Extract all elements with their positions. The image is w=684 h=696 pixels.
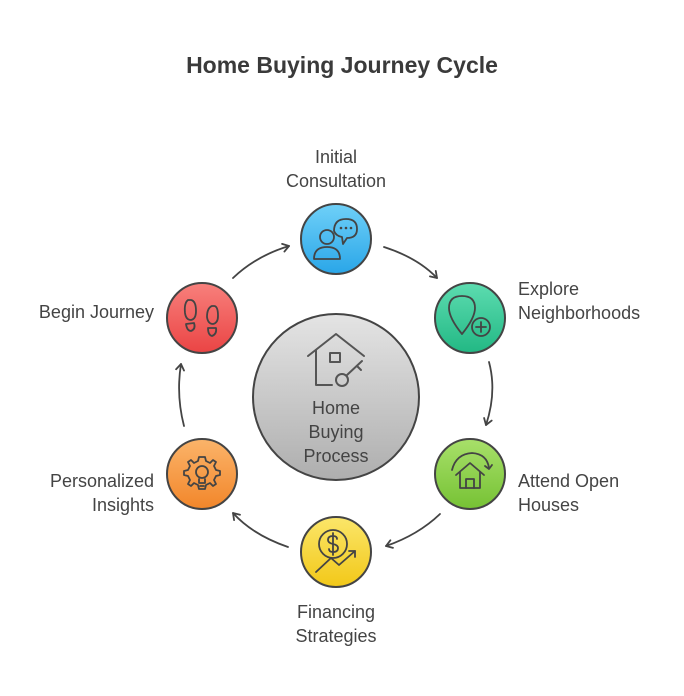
location-add-icon — [448, 295, 491, 337]
center-hub — [252, 313, 420, 481]
step-node-personalized-insights — [166, 438, 238, 510]
house-refresh-icon — [451, 452, 493, 489]
center-label: Home Buying Process — [276, 396, 396, 468]
step-label-line: Attend Open — [518, 471, 620, 491]
step-label-line: Personalized — [49, 471, 154, 491]
diagram-title: Home Buying Journey Cycle — [186, 52, 498, 78]
step-node-initial-consultation — [300, 203, 372, 275]
step-label-line: Insights — [91, 495, 154, 515]
step-node-attend-open-houses — [434, 438, 506, 510]
step-label-line: Neighborhoods — [518, 303, 641, 323]
step-label-attend-open-houses: Attend Open Houses — [518, 469, 678, 517]
step-node-financing-strategies — [300, 516, 372, 588]
step-label-line: Consultation — [285, 171, 387, 191]
step-node-explore-neighborhoods — [434, 282, 506, 354]
center-label-line-1: Home — [311, 398, 360, 418]
step-label-explore-neighborhoods: Explore Neighborhoods — [518, 277, 678, 325]
connector-arrows — [175, 243, 494, 549]
step-label-line: Explore — [518, 279, 580, 299]
arrow-openhouses-to-financing — [385, 513, 441, 549]
step-label-line: Financing — [296, 602, 376, 622]
arrow-neighborhoods-to-openhouses — [483, 361, 494, 426]
arrow-insights-to-beginjourney — [175, 363, 185, 427]
arrow-financing-to-insights — [232, 512, 289, 548]
dollar-growth-icon — [315, 529, 356, 573]
step-label-line: Houses — [518, 495, 580, 515]
step-label-line: Initial — [314, 147, 358, 167]
step-label-personalized-insights: Personalized Insights — [4, 469, 154, 517]
gear-bulb-icon — [183, 456, 221, 490]
consultation-chat-icon — [313, 218, 358, 260]
step-label-line: Strategies — [295, 626, 377, 646]
arrow-consultation-to-neighborhoods — [383, 246, 438, 279]
house-key-icon — [307, 333, 365, 387]
step-label-line: Begin Journey — [38, 302, 154, 322]
center-label-line-2: Buying — [308, 422, 364, 442]
footprints-icon — [183, 299, 219, 337]
step-label-begin-journey: Begin Journey — [4, 300, 154, 324]
step-label-financing-strategies: Financing Strategies — [236, 600, 436, 648]
step-node-begin-journey — [166, 282, 238, 354]
step-label-initial-consultation: Initial Consultation — [236, 145, 436, 193]
center-label-line-3: Process — [303, 446, 369, 466]
arrow-beginjourney-to-consultation — [232, 243, 290, 279]
